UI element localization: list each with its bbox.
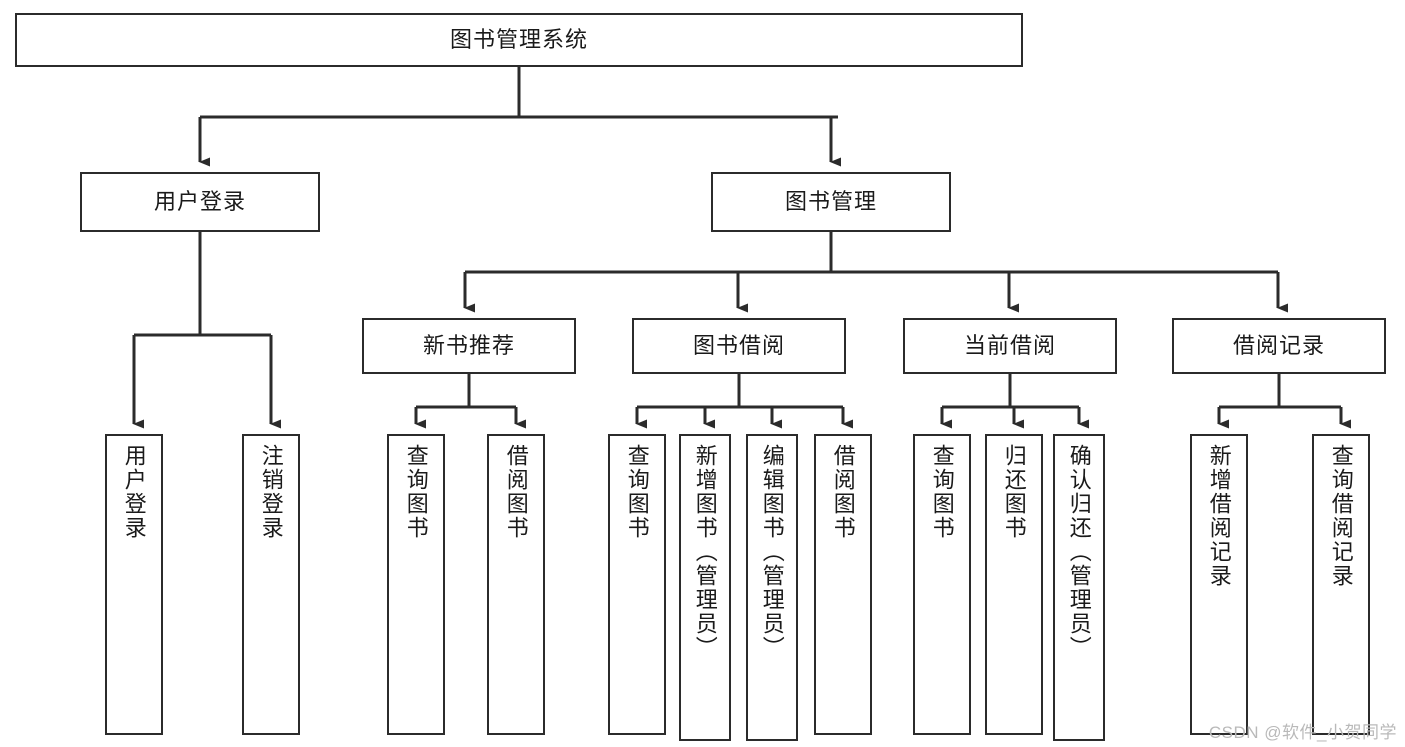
leaf-query-books-current-label: 查询图书	[929, 444, 955, 540]
node-current-borrowing[interactable]: 当前借阅	[903, 318, 1117, 374]
leaf-borrow-book-label: 借阅图书	[830, 444, 856, 540]
recommendation-connectors	[414, 374, 526, 429]
leaf-return-book-label: 归还图书	[1001, 444, 1027, 540]
leaf-query-borrow-record[interactable]: 查询借阅记录	[1312, 434, 1370, 735]
node-title[interactable]: 图书管理系统	[15, 13, 1023, 67]
leaf-query-borrow-record-label: 查询借阅记录	[1328, 444, 1354, 588]
leaf-confirm-return-admin-label: 确认归还（管理员）	[1066, 444, 1092, 660]
user-login-connectors	[132, 232, 281, 429]
leaf-query-books-rec[interactable]: 查询图书	[387, 434, 445, 735]
node-book-management-label: 图书管理	[784, 189, 877, 214]
leaf-query-books-rec-label: 查询图书	[403, 444, 429, 540]
leaf-confirm-return-admin[interactable]: 确认归还（管理员）	[1053, 434, 1105, 741]
node-book-borrowing-label: 图书借阅	[692, 333, 785, 358]
node-current-borrowing-label: 当前借阅	[963, 333, 1056, 358]
leaf-borrow-book[interactable]: 借阅图书	[814, 434, 872, 735]
leaf-add-borrow-record-label: 新增借阅记录	[1206, 444, 1232, 588]
leaf-logout[interactable]: 注销登录	[242, 434, 300, 735]
node-user-login-label: 用户登录	[153, 189, 246, 214]
leaf-add-borrow-record[interactable]: 新增借阅记录	[1190, 434, 1248, 735]
node-book-management[interactable]: 图书管理	[711, 172, 951, 232]
leaf-edit-book-admin[interactable]: 编辑图书（管理员）	[746, 434, 798, 741]
leaf-edit-book-admin-label: 编辑图书（管理员）	[759, 444, 785, 660]
node-user-login[interactable]: 用户登录	[80, 172, 320, 232]
node-new-book-recommendation[interactable]: 新书推荐	[362, 318, 576, 374]
node-new-book-recommendation-label: 新书推荐	[422, 333, 515, 358]
leaf-add-book-admin[interactable]: 新增图书（管理员）	[679, 434, 731, 741]
borrowing-connectors	[635, 374, 853, 429]
node-title-label: 图书管理系统	[449, 27, 588, 52]
leaf-borrow-books-rec-label: 借阅图书	[503, 444, 529, 540]
root-connectors	[198, 67, 841, 167]
node-book-borrowing[interactable]: 图书借阅	[632, 318, 846, 374]
leaf-add-book-admin-label: 新增图书（管理员）	[692, 444, 718, 660]
current-borrowing-connectors	[940, 374, 1089, 429]
leaf-return-book[interactable]: 归还图书	[985, 434, 1043, 735]
leaf-query-books-borrow-label: 查询图书	[624, 444, 650, 540]
book-management-connectors	[463, 232, 1288, 313]
leaf-logout-label: 注销登录	[258, 444, 284, 540]
watermark: CSDN @软件_小贺同学	[1208, 723, 1397, 742]
leaf-query-books-borrow[interactable]: 查询图书	[608, 434, 666, 735]
leaf-query-books-current[interactable]: 查询图书	[913, 434, 971, 735]
leaf-user-login-label: 用户登录	[121, 444, 147, 540]
node-borrow-records-label: 借阅记录	[1232, 333, 1325, 358]
leaf-user-login[interactable]: 用户登录	[105, 434, 163, 735]
node-borrow-records[interactable]: 借阅记录	[1172, 318, 1386, 374]
records-connectors	[1217, 374, 1351, 429]
leaf-borrow-books-rec[interactable]: 借阅图书	[487, 434, 545, 735]
